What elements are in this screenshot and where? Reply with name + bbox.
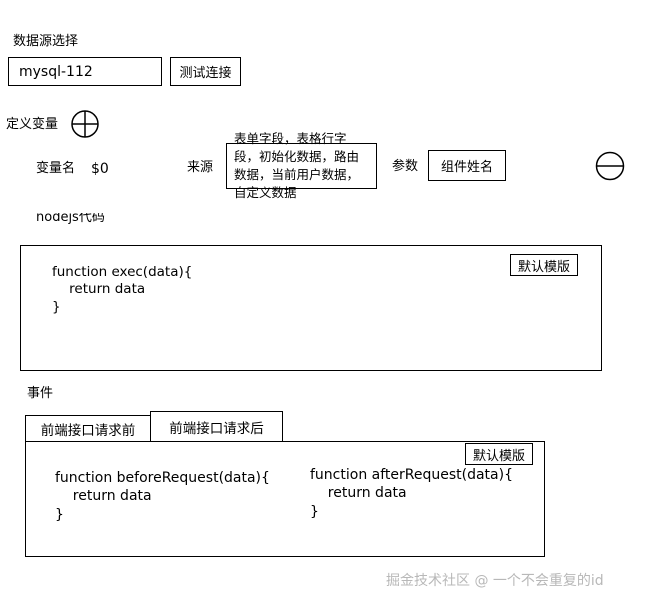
nodejs-label: nodejs代码	[36, 213, 105, 225]
nodejs-code-line1: function exec(data){	[52, 264, 193, 280]
events-default-template-button[interactable]: 默认模版	[465, 443, 533, 465]
before-request-code-line3: }	[55, 507, 64, 523]
nodejs-code-line2: return data	[52, 281, 146, 297]
tab-after-request[interactable]: 前端接口请求后	[150, 411, 283, 441]
test-connection-button[interactable]: 测试连接	[170, 57, 241, 86]
events-code-editor[interactable]: function beforeRequest(data){ return dat…	[25, 441, 545, 557]
datasource-select-value: mysql-112	[19, 63, 93, 80]
after-request-code-line3: }	[310, 504, 319, 520]
nodejs-default-template-button[interactable]: 默认模版	[510, 254, 578, 276]
datasource-label: 数据源选择	[13, 34, 79, 49]
events-label: 事件	[27, 386, 54, 401]
nodejs-code-line3: }	[52, 299, 61, 315]
variable-name-value[interactable]: $0	[91, 161, 109, 177]
source-options-text: 表单字段，表格行字段，初始化数据，路由数据，当前用户数据，自定义数据	[234, 131, 360, 200]
variables-label: 定义变量	[6, 117, 59, 132]
after-request-code-line1: function afterRequest(data){	[310, 467, 513, 483]
before-request-code-line2: return data	[55, 488, 152, 504]
variable-name-label: 变量名	[36, 161, 76, 176]
source-label: 来源	[187, 160, 214, 175]
source-select[interactable]	[226, 143, 377, 189]
param-label: 参数	[392, 159, 419, 174]
minus-circle-icon[interactable]	[595, 151, 625, 181]
datasource-select[interactable]: mysql-112	[8, 57, 162, 86]
tab-before-request[interactable]: 前端接口请求前	[25, 415, 151, 442]
plus-circle-icon[interactable]	[70, 109, 100, 139]
watermark: 掘金技术社区 @ 一个不会重复的id	[386, 573, 604, 589]
nodejs-code-editor[interactable]: function exec(data){ return data }	[20, 245, 602, 371]
param-input[interactable]: 组件姓名	[428, 150, 506, 181]
nodejs-label-clip: nodejs代码	[36, 213, 156, 227]
after-request-code-line2: return data	[310, 485, 407, 501]
before-request-code-line1: function beforeRequest(data){	[55, 470, 270, 486]
